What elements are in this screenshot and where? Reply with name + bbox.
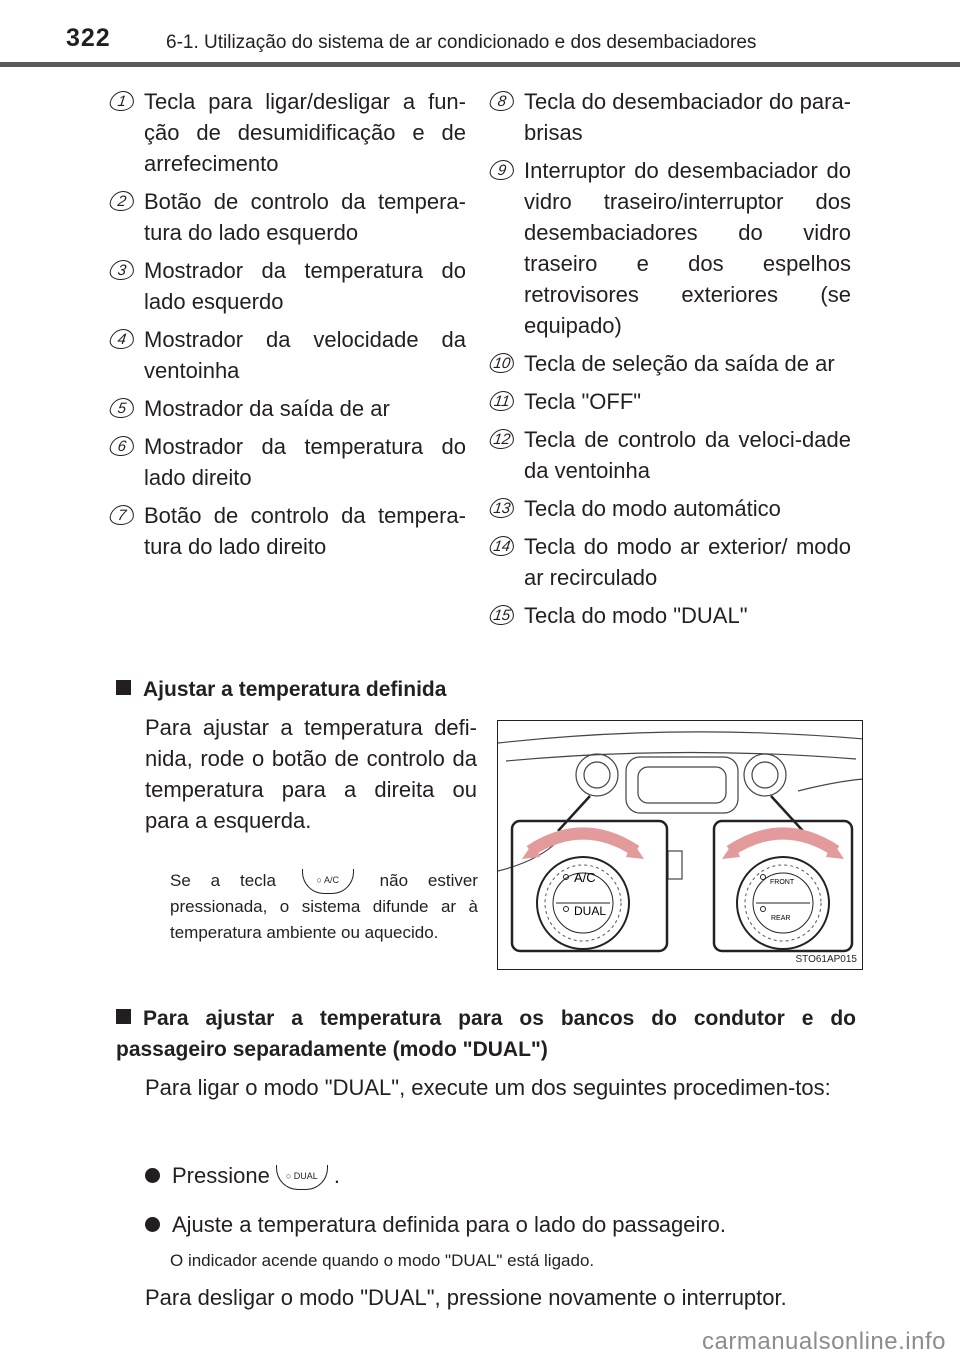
dual-intro: Para ligar o modo "DUAL", execute um dos…: [145, 1075, 831, 1100]
callout-text: Mostrador da velocidade da ventoinha: [144, 327, 466, 383]
callout-text: Tecla de seleção da saída de ar: [524, 351, 835, 376]
callout-number-badge: 12: [488, 429, 516, 449]
callout-text: Tecla de controlo da veloci-dade da vent…: [524, 427, 851, 483]
callout-text: Tecla do desembaciador do para-brisas: [524, 89, 851, 145]
callout-text: Mostrador da temperatura do lado esquerd…: [144, 258, 466, 314]
callout-item: 2 Botão de controlo da tempera-tura do la…: [108, 186, 466, 248]
section-title: 6-1. Utilização do sistema de ar condici…: [166, 32, 757, 53]
header-divider: [0, 62, 960, 67]
callout-number-badge: 1: [108, 91, 136, 111]
callout-item: 12 Tecla de controlo da veloci-dade da ve…: [488, 424, 851, 486]
watermark: carmanualsonline.info: [702, 1328, 946, 1355]
callout-text: Tecla "OFF": [524, 389, 642, 414]
climate-control-figure: A/C DUAL FRONT REAR STO61AP015: [497, 720, 863, 970]
callout-number-badge: 6: [108, 436, 136, 456]
callout-list-right: 8 Tecla do desembaciador do para-brisas 9…: [488, 86, 851, 638]
callout-number-badge: 11: [488, 391, 516, 411]
bullet-press-dual: Pressione○ DUAL.: [145, 1160, 855, 1191]
bullet-text-before: Pressione: [172, 1163, 270, 1188]
note-text-before: Se a tecla: [170, 871, 276, 890]
callout-item: 5 Mostrador da saída de ar: [108, 393, 466, 424]
callout-number-badge: 13: [488, 498, 516, 518]
callout-item: 7 Botão de controlo da tempera-tura do la…: [108, 500, 466, 562]
callout-number-badge: 5: [108, 398, 136, 418]
callout-text: Interruptor do desembaciador do vidro tr…: [524, 158, 851, 338]
ac-key-label: A/C: [324, 875, 340, 886]
callout-number-badge: 2: [108, 191, 136, 211]
note-text-after: não estiver pressionada, o sistema difun…: [170, 871, 478, 943]
callout-item: 3 Mostrador da temperatura do lado esquer…: [108, 255, 466, 317]
bullet-adjust-passenger: Ajuste a temperatura definida para o lad…: [145, 1209, 855, 1240]
dashboard-illustration: A/C DUAL FRONT REAR: [498, 731, 862, 953]
ac-note: Se a tecla ○ A/C não estiver pressionada…: [170, 868, 478, 946]
section-heading-temperature: Ajustar a temperatura definida: [116, 674, 516, 705]
bullet-text-after: .: [333, 1163, 340, 1188]
heading-square-icon: [116, 1009, 131, 1024]
ac-key-icon: ○ A/C: [301, 869, 354, 895]
callout-number-badge: 4: [108, 329, 136, 349]
callout-number-badge: 15: [488, 605, 516, 625]
callout-item: 14 Tecla do modo ar exterior/ modo ar rec…: [488, 531, 851, 593]
bullet-text: Ajuste a temperatura definida para o lad…: [172, 1212, 727, 1237]
callout-item: 10 Tecla de seleção da saída de ar: [488, 348, 851, 379]
callout-text: Botão de controlo da tempera-tura do lad…: [144, 189, 466, 245]
callout-number-badge: 8: [488, 91, 516, 111]
dual-button-label: DUAL: [574, 904, 606, 918]
dual-off-instructions: Para desligar o modo "DUAL", pressione n…: [145, 1285, 787, 1310]
dual-key-label: DUAL: [293, 1170, 318, 1181]
dual-indicator-note: O indicador acende quando o modo "DUAL" …: [170, 1251, 595, 1270]
callout-text: Mostrador da temperatura do lado direito: [144, 434, 466, 490]
callout-text: Botão de controlo da tempera-tura do lad…: [144, 503, 466, 559]
dual-key-icon: ○ DUAL: [275, 1164, 328, 1190]
heading-text: Para ajustar a temperatura para os banco…: [116, 1007, 856, 1061]
callout-list-left: 1 Tecla para ligar/desligar a fun-ção de …: [108, 86, 466, 569]
page-number: 322: [66, 24, 111, 52]
callout-item: 1 Tecla para ligar/desligar a fun-ção de …: [108, 86, 466, 179]
callout-text: Tecla do modo ar exterior/ modo ar recir…: [524, 534, 851, 590]
callout-item: 13 Tecla do modo automático: [488, 493, 851, 524]
callout-text: Tecla do modo "DUAL": [524, 603, 748, 628]
callout-number-badge: 14: [488, 536, 516, 556]
heading-square-icon: [116, 680, 131, 695]
temperature-instructions: Para ajustar a temperatura defi-nida, ro…: [145, 715, 477, 833]
callout-item: 15 Tecla do modo "DUAL": [488, 600, 851, 631]
callout-number-badge: 7: [108, 505, 136, 525]
callout-number-badge: 3: [108, 260, 136, 280]
callout-item: 8 Tecla do desembaciador do para-brisas: [488, 86, 851, 148]
callout-number-badge: 9: [488, 160, 516, 180]
callout-text: Mostrador da saída de ar: [144, 396, 390, 421]
callout-item: 6 Mostrador da temperatura do lado direit…: [108, 431, 466, 493]
page-header: 322 6-1. Utilização do sistema de ar con…: [0, 0, 960, 72]
callout-item: 4 Mostrador da velocidade da ventoinha: [108, 324, 466, 386]
callout-text: Tecla do modo automático: [524, 496, 781, 521]
callout-item: 11 Tecla "OFF": [488, 386, 851, 417]
ac-button-label: A/C: [574, 870, 596, 885]
callout-number-badge: 10: [488, 353, 516, 373]
heading-text: Ajustar a temperatura definida: [143, 678, 447, 701]
bullet-icon: [145, 1217, 160, 1232]
callout-item: 9 Interruptor do desembaciador do vidro t…: [488, 155, 851, 341]
front-defroster-label: FRONT: [770, 879, 795, 886]
rear-defroster-label: REAR: [771, 915, 790, 922]
bullet-icon: [145, 1168, 160, 1183]
section-heading-dual: Para ajustar a temperatura para os banco…: [116, 1003, 856, 1065]
callout-text: Tecla para ligar/desligar a fun-ção de d…: [144, 89, 466, 176]
figure-code: STO61AP015: [795, 954, 857, 965]
